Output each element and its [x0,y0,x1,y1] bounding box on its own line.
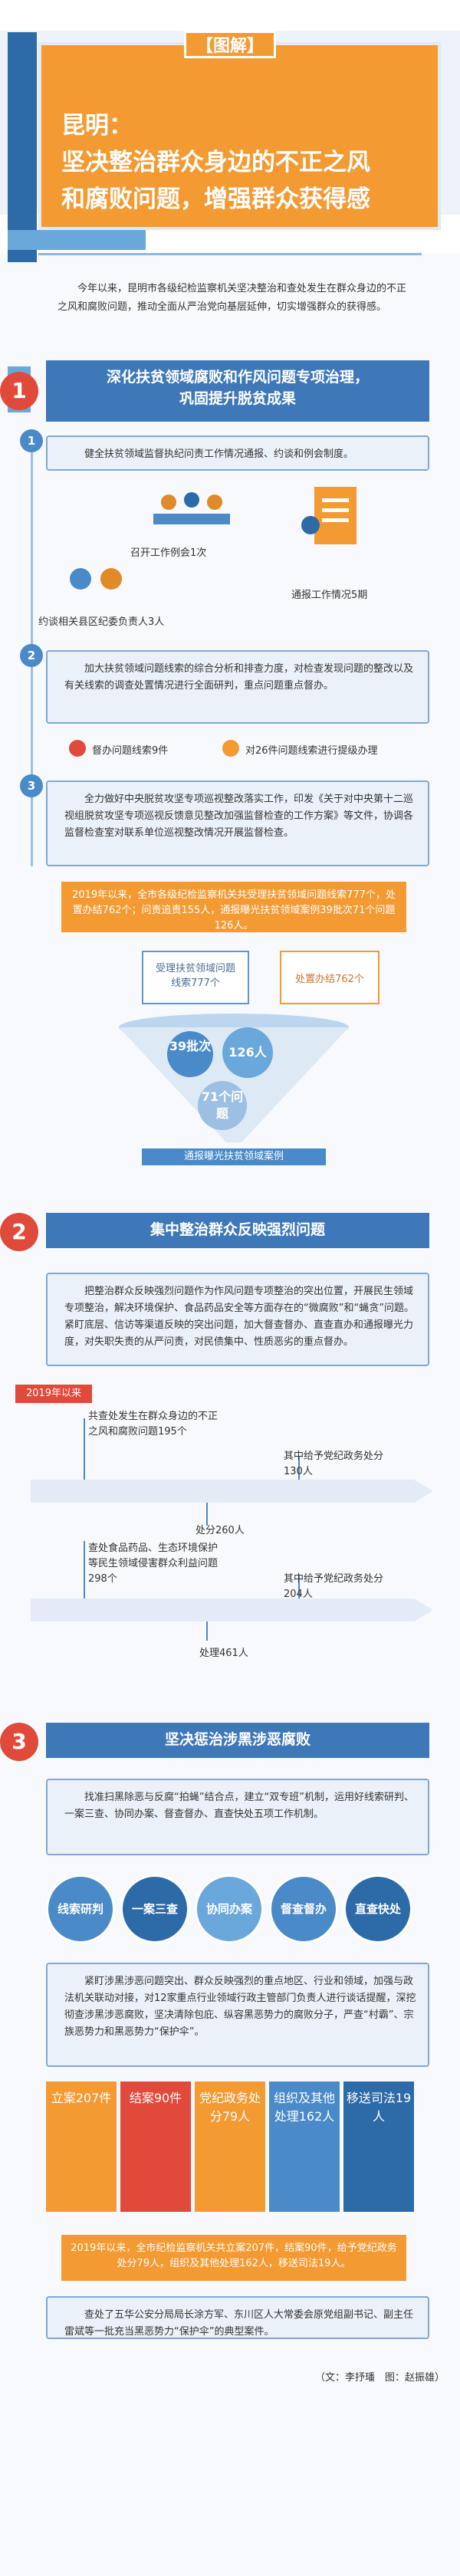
header-tag: 【图解】 [184,31,276,58]
section3-number: 3 [0,1723,38,1761]
intro-text: 今年以来，昆明市各级纪检监察机关坚决整治和查处发生在群众身边的不正之风和腐败问题… [58,283,407,313]
page-title: 昆明： 坚决整治群众身边的不正之风 和腐败问题，增强群众获得感 [61,107,429,218]
section2-title: 集中整治群众反映强烈问题 [46,1213,429,1248]
col-other: 组织及其他处理162人 [269,2082,340,2212]
t2-issues: 查处食品药品、生态环境保护等民生领域侵害群众利益问题298个 [88,1543,219,1585]
title-line2: 坚决整治群众身边的不正之风 [61,149,370,176]
bubble-issues: 71个问题 [198,1081,247,1130]
t1-discipline: 其中给予党纪政务处分130人 [284,1451,384,1477]
t2-discipline: 其中给予党纪政务处分204人 [284,1573,384,1600]
section1-title-line2: 巩固提升脱贫成果 [179,390,296,407]
item1-number: 1 [20,429,43,452]
since-label: 2019年以来 [15,1385,92,1403]
timeline-arrows [31,1418,433,1641]
header-panel [38,42,441,230]
section1-number: 1 [0,372,38,410]
btn-one-case-three: 一案三查 [120,1875,189,1944]
section3-text1: 找准扫黑除恶与反腐“拍蝇”结合点，建立“双专班”机制，运用好线索研判、一案三查、… [46,1779,429,1855]
btn-cooperative: 协同办案 [195,1875,264,1944]
funnel-right-box: 处置办结762个 [280,951,380,1004]
talk-icon [70,568,122,590]
divider [38,253,422,261]
section3-stat: 2019年以来，全市纪检监察机关共立案207件，结案90件，给予党纪政务处分79… [61,2235,406,2281]
bubble-batches: 39批次 [167,1031,213,1077]
lift-label: 对26件问题线索进行提级办理 [245,745,378,757]
section1-title: 深化扶贫领域腐败和作风问题专项治理， 巩固提升脱贫成果 [46,360,429,422]
title-line1: 昆明： [61,112,133,140]
lift-icon [222,740,239,757]
talk-label: 约谈相关县区纪委负责人3人 [38,616,165,628]
col-discipline: 党纪政务处分79人 [195,2082,265,2212]
supervise-label: 督办问题线索9件 [92,745,169,757]
report-icon [301,487,356,544]
item1-card: 健全扶贫领域监督执纪问责工作情况通报、约谈和例会制度。 [46,435,429,471]
col-filed: 立案207件 [46,2082,117,2212]
item2-card: 加大扶贫领域问题线索的综合分析和排查力度，对检查发现问题的整改以及有关线索的调查… [46,650,429,724]
funnel-label: 通报曝光扶贫领域案例 [142,1148,326,1165]
item2-number: 2 [20,644,43,667]
section3-text2: 紧盯涉黑涉恶问题突出、群众反映强烈的重点地区、行业和领域，加强与政法机关联动对接… [46,1963,429,2067]
meeting-label: 召开工作例会1次 [130,547,207,559]
t2-punish: 处理461人 [199,1648,248,1659]
item3-card: 全力做好中央脱贫攻坚专项巡视整改落实工作，印发《关于对中央第十二巡视组脱贫攻坚专… [46,780,429,866]
btn-direct: 直查快处 [343,1875,412,1944]
btn-supervise: 督查督办 [269,1875,338,1944]
section1-stat: 2019年以来，全市各级纪检监察机关共受理扶贫领域问题线索777个，处置办结76… [61,882,406,932]
section3-title: 坚决惩治涉黑涉恶腐败 [46,1723,429,1758]
section2-text: 把整治群众反映强烈问题作为作风问题专项整治的突出位置，开展民生领域专项整治，解决… [46,1273,429,1366]
col-closed: 结案90件 [120,2082,191,2212]
section3-extra: 查处了五华公安分局局长涂方军、东川区人大常委会原党组副书记、副主任雷斌等一批充当… [46,2296,429,2339]
section2-number: 2 [0,1213,38,1251]
t1-issues: 共查处发生在群众身边的不正之风和腐败问题195个 [88,1411,219,1438]
supervise-icon [69,740,86,757]
credit: （文：李抒璠 图：赵振雄） [314,2372,445,2384]
section1-title-line1: 深化扶贫领域腐败和作风问题专项治理， [106,369,369,386]
report-label: 通报工作情况5期 [291,590,368,601]
bubble-people: 126人 [222,1027,273,1078]
item3-number: 3 [20,774,43,797]
btn-clue-analysis: 线索研判 [46,1875,115,1944]
header-ribbon [8,32,37,262]
funnel-left-box: 受理扶贫领域问题线索777个 [142,951,249,1004]
header-ribbon-bottom [8,230,146,250]
meeting-icon [153,492,230,524]
title-line3: 和腐败问题，增强群众获得感 [61,186,370,213]
col-judicial: 移送司法19人 [343,2082,414,2212]
t1-punish: 处分260人 [196,1525,245,1536]
